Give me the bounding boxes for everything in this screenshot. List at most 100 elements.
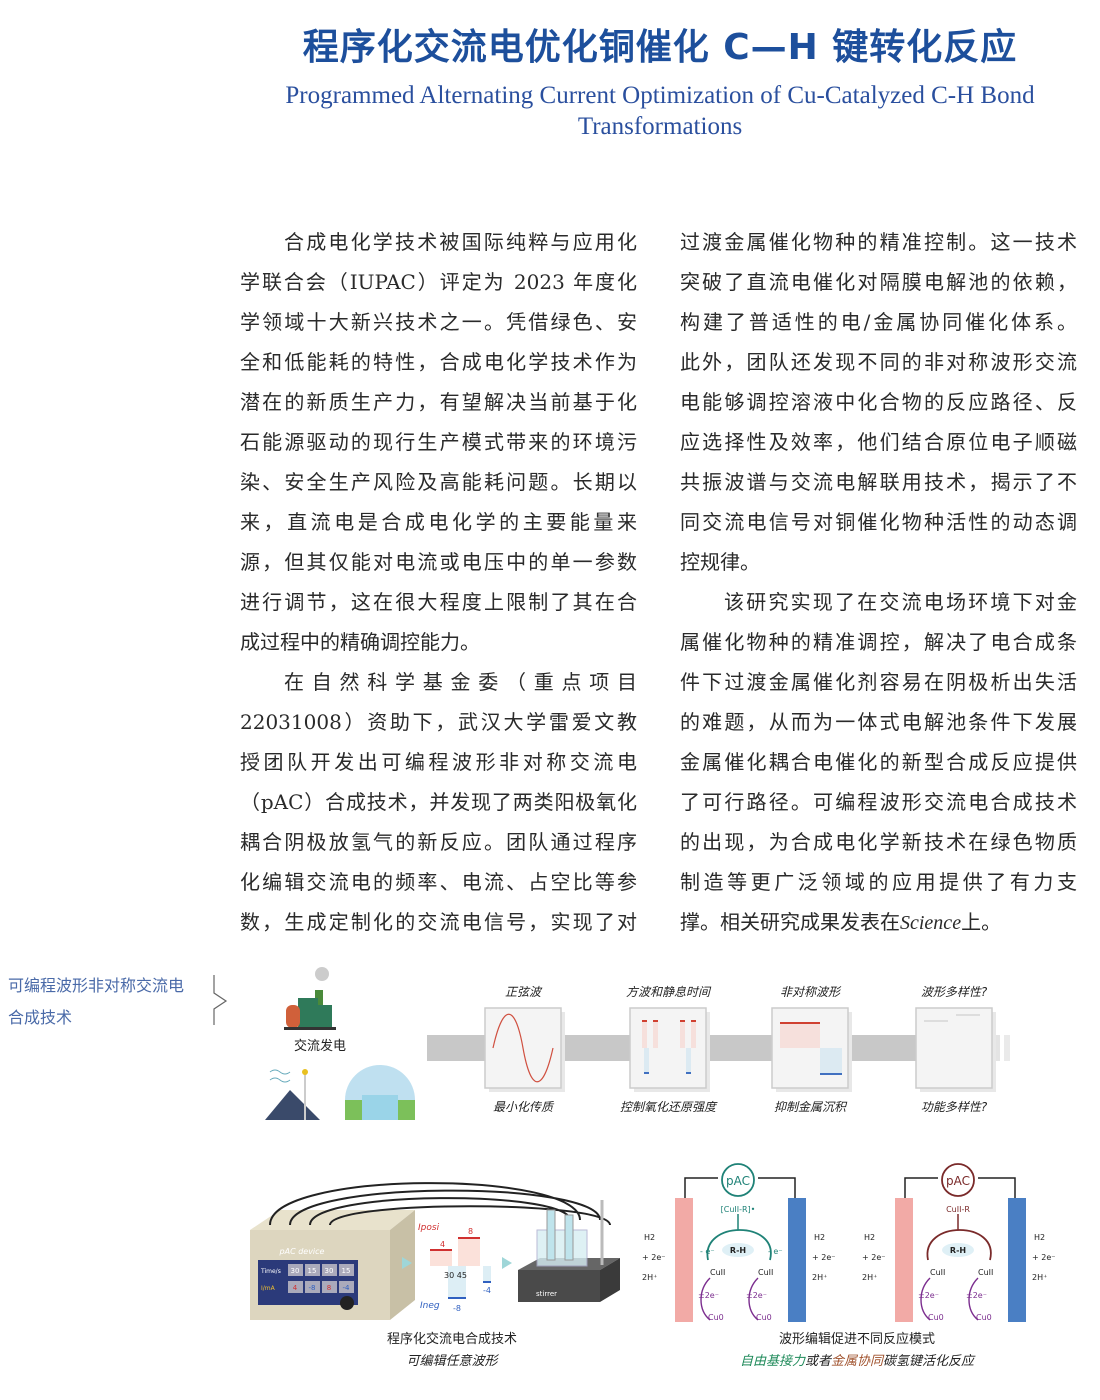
redox-label: ±2e⁻ [746,1291,767,1300]
text-line: 染、安全生产风险及高能耗问题。长期以 [240,470,637,494]
text-line: 源，但其仅能对电流或电压中的单一参数 [240,550,637,574]
time-label: Time/s [260,1268,281,1275]
redox-label: ±2e⁻ [698,1291,719,1300]
text-line: 件下过渡金属催化剂容易在阴极析出失活 [680,670,1077,694]
wave-value: 4 [440,1240,445,1249]
caption-setup-sub: 可编辑任意波形 [406,1353,499,1369]
device-current-value: -4 [343,1284,351,1292]
h2-label: H2 [814,1233,825,1242]
page-subtitle: Programmed Alternating Current Optimizat… [240,80,1080,142]
panel-caption: 最小化传质 [493,1100,555,1114]
cu-ii-label: CuII [978,1268,993,1277]
text-line: 化编辑交流电的频率、电流、占空比等参 [240,870,637,894]
text-line: 此外，团队还发现不同的非对称波形交流 [680,350,1077,374]
device-current-value: 4 [293,1284,298,1292]
page-title: 程序化交流电优化铜催化 C—H 键转化反应 [302,27,1018,68]
text-line: 属催化物种的精准调控，解决了电合成条 [680,630,1077,654]
text-line: （pAC）合成技术，并发现了两类阳极氧化 [240,790,637,814]
text-line: 来，直流电是合成电化学的主要能量来 [240,510,637,534]
text-line: 突破了直流电催化对隔膜电解池的依赖， [680,270,1077,294]
device-time-value: 30 [325,1267,334,1275]
side-label-line: 合成技术 [8,1008,73,1027]
device-current-value: -8 [309,1284,316,1292]
cathode [788,1198,806,1322]
text-line: 合成电化学技术被国际纯粹与应用化 [284,230,637,254]
i-neg-label: Ineg [420,1301,440,1311]
cell-radical-relay: pAC[CuII-R]•R-H- e⁻- e⁻CuII±2e⁻Cu0CuII±2… [642,1163,835,1322]
cu-0-label: Cu0 [976,1313,992,1322]
figure-pac-setup: pAC device Time/s I/mA 30 4 15 -8 30 8 15 -4 Ip… [250,1163,1055,1369]
figure-side-label: 可编程波形非对称交流电 合成技术 [8,970,208,1034]
pac-source-icon [721,1163,755,1197]
side-label-line: 可编程波形非对称交流电 [8,976,185,995]
oxidation-label: - e⁻ [768,1247,783,1256]
pac-label: pAC [946,1174,970,1188]
text-line: 控规律。 [680,550,760,574]
cu-ii-label: CuII [758,1268,773,1277]
anode [675,1198,693,1322]
cu-ii-label: CuII [710,1268,725,1277]
text-line: 该研究实现了在交流电场环境下对金 [724,590,1077,614]
proton-label: 2H⁺ [862,1273,877,1282]
pac-source-icon [941,1163,975,1197]
caption-setup: 程序化交流电合成技术 [387,1331,517,1347]
text-line: 构建了普适性的电/金属协同催化体系。 [680,310,1077,334]
reduction-label: + 2e⁻ [1032,1253,1055,1262]
device-time-value: 15 [308,1267,317,1275]
text-line: 潜在的新质生产力，有望解决当前基于化 [240,390,637,414]
left-column: 合成电化学技术被国际纯粹与应用化学联合会（IUPAC）评定为 2023 年度化学… [240,222,637,942]
device-current-value: 8 [327,1284,331,1292]
h2-label: H2 [1034,1233,1045,1242]
pac-label: pAC [726,1174,750,1188]
text-line: 在自然科学基金委（重点项目 [284,670,637,694]
text-line: 了可行路径。可编程波形交流电合成技术 [680,790,1077,814]
panel-title: 方波和静息时间 [626,985,712,999]
text-line: 进行调节，这在很大程度上限制了其在合 [240,590,637,614]
text-line: 的难题，从而为一体式电解池条件下发展 [680,710,1077,734]
text-line: 耦合阴极放氢气的新反应。团队通过程序 [240,830,637,854]
device-label: pAC device [279,1247,325,1256]
text-line: 全和低能耗的特性，合成电化学技术作为 [240,350,637,374]
text-line: 授团队开发出可编程波形非对称交流电 [240,750,637,774]
caption-modes: 波形编辑促进不同反应模式 [779,1331,935,1347]
substrate-label: R-H [950,1246,966,1255]
panel-title: 非对称波形 [780,985,842,999]
redox-label: ±2e⁻ [966,1291,987,1300]
text-line: 学领域十大新兴技术之一。凭借绿色、安 [240,310,637,334]
bracket-icon [213,975,228,1025]
h2-label: H2 [644,1233,655,1242]
current-label: I/mA [261,1285,276,1292]
text-line: 过渡金属催化物种的精准控制。这一技术 [680,230,1077,254]
text-line: 撑。相关研究成果发表在Science上。 [680,902,1077,942]
panel-caption: 功能多样性? [921,1100,988,1114]
wave-times: 30 45 [444,1271,467,1280]
device-time-value: 15 [342,1267,351,1275]
reduction-label: + 2e⁻ [862,1253,885,1262]
text-line: 石能源驱动的现行生产模式带来的环境污 [240,430,637,454]
wave-value: 8 [468,1227,473,1236]
text-span: 撑。相关研究成果发表在 [680,910,900,934]
proton-label: 2H⁺ [642,1273,657,1282]
text-line: 制造等更广泛领域的应用提供了有力支 [680,870,1077,894]
cathode [1008,1198,1026,1322]
text-line: 数，生成定制化的交流电信号，实现了对 [240,910,637,934]
subtitle-line: Programmed Alternating Current Optimizat… [285,82,1035,109]
copper-intermediate: [CuII-R]• [721,1205,756,1214]
device-time-value: 30 [291,1267,300,1275]
source-label: 交流发电 [294,1038,346,1054]
factory-icon [284,967,336,1030]
i-pos-label: Iposi [418,1223,440,1233]
cu-ii-label: CuII [930,1268,945,1277]
panel-title: 正弦波 [505,985,543,999]
cu-0-label: Cu0 [928,1313,944,1322]
sine-wave [492,1013,554,1083]
wind-turbine-icon [265,1069,320,1120]
stirrer-icon [518,1200,620,1302]
text-line: 同交流电信号对铜催化物种活性的动态调 [680,510,1077,534]
wave-value: -4 [483,1286,491,1295]
waveform-panel: 波形多样性?功能多样性? [915,985,996,1114]
reduction-label: + 2e⁻ [642,1253,665,1262]
